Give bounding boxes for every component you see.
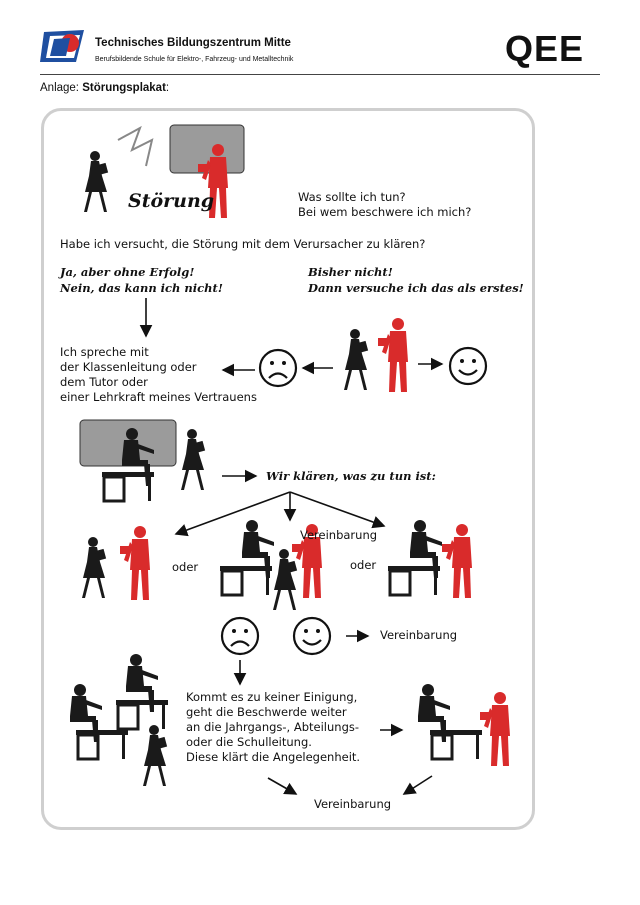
girl-silhouette-icon <box>273 549 298 610</box>
red-teacher-icon <box>120 526 150 600</box>
girl-silhouette-icon <box>181 429 206 490</box>
red-teacher-icon <box>442 524 472 598</box>
arrow-down-left-icon <box>402 775 433 795</box>
answer-yes-no: Ja, aber ohne Erfolg! Nein, das kann ich… <box>60 265 223 295</box>
desk-icon <box>114 698 170 731</box>
girl-silhouette-icon <box>82 537 107 598</box>
branch-arrow-icon <box>289 491 386 529</box>
lightning-icon <box>117 125 154 167</box>
desk-icon <box>218 564 274 597</box>
girl-silhouette-icon <box>344 329 369 390</box>
header-divider <box>40 74 600 75</box>
arrow-down-right-icon <box>267 777 298 795</box>
or-label: oder <box>350 558 377 572</box>
happy-face-icon <box>448 346 488 386</box>
complaint-poster <box>41 108 535 830</box>
question-what-to-do: Was sollte ich tun? Bei wem beschwere ic… <box>298 190 472 219</box>
sad-face-icon <box>220 616 260 656</box>
document-code: QEE <box>505 28 585 69</box>
desk-icon <box>74 728 130 761</box>
stoerung-heading: Störung <box>128 190 215 212</box>
attachment-name: Störungsplakat <box>82 82 166 94</box>
attachment-label: Anlage: Störungsplakat: <box>40 82 169 94</box>
desk-icon <box>428 728 484 761</box>
clarify-heading: Wir klären, was zu tun ist: <box>266 469 436 483</box>
question-tried-to-resolve: Habe ich versucht, die Störung mit dem V… <box>60 237 426 251</box>
escalation-text: Kommt es zu keiner Einigung, geht die Be… <box>186 690 361 764</box>
girl-silhouette-icon <box>143 725 168 786</box>
red-teacher-icon <box>480 692 510 766</box>
school-subtitle: Berufsbildende Schule für Elektro-, Fahr… <box>95 56 294 63</box>
red-teacher-icon <box>378 318 408 392</box>
or-label: oder <box>172 560 199 574</box>
girl-silhouette-icon <box>84 151 109 212</box>
sad-face-icon <box>258 348 298 388</box>
desk-icon <box>100 470 156 503</box>
attachment-suffix: : <box>165 82 170 94</box>
agreement-label: Vereinbarung <box>314 797 392 811</box>
agreement-label: Vereinbarung <box>380 628 458 642</box>
school-name: Technisches Bildungszentrum Mitte <box>95 37 291 49</box>
desk-icon <box>386 564 442 597</box>
contact-person-text: Ich spreche mit der Klassenleitung oder … <box>60 345 257 404</box>
answer-not-yet: Bisher nicht! Dann versuche ich das als … <box>308 265 524 295</box>
school-logo <box>40 26 90 66</box>
branch-arrow-icon <box>174 491 291 537</box>
happy-face-icon <box>292 616 332 656</box>
attachment-prefix: Anlage: <box>40 82 83 94</box>
logo-icon <box>40 30 84 62</box>
agreement-label: Vereinbarung <box>300 528 378 542</box>
